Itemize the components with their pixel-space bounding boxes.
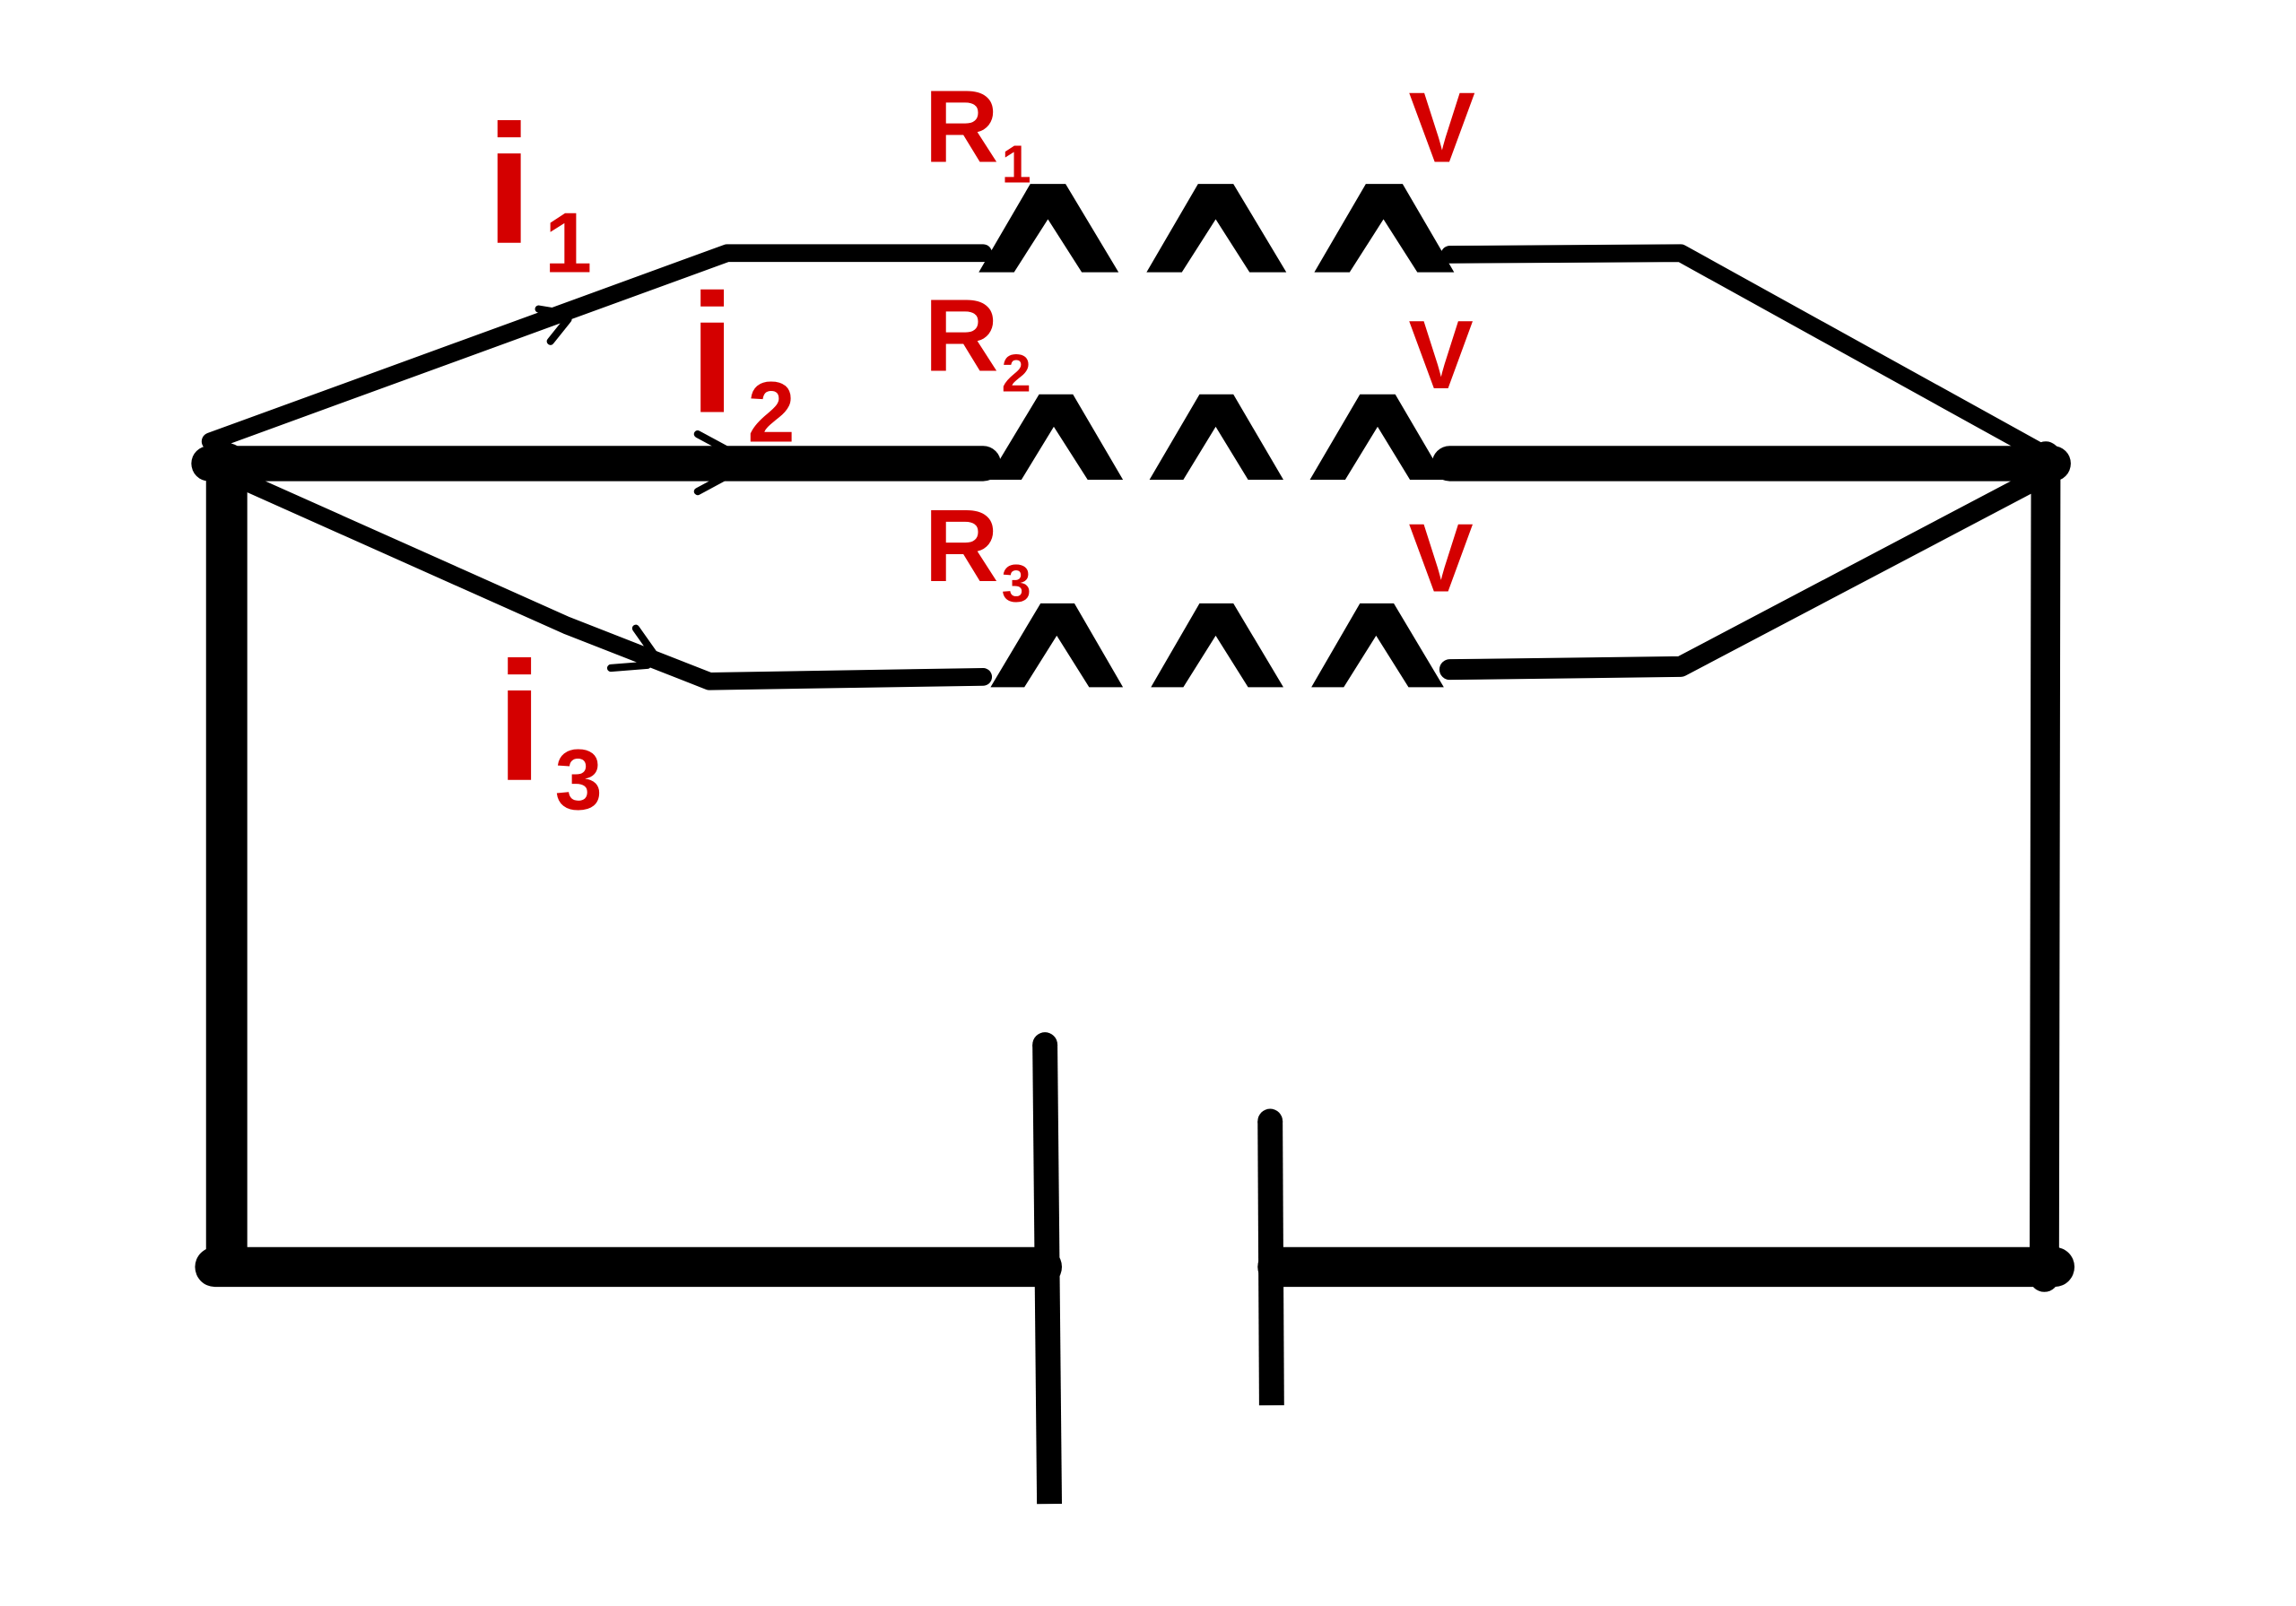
- arrow-i3-icon: [606, 624, 657, 673]
- battery-long-plate: [1032, 1044, 1063, 1505]
- branch-3-right-wire: [1439, 467, 2049, 681]
- voltage-label-2: V: [1408, 300, 1473, 409]
- arrow-i1-icon: [535, 305, 572, 345]
- resistor-3-icon: [990, 603, 1444, 688]
- resistor-label-r1: R1: [925, 70, 1031, 195]
- resistor-3-peak: [990, 603, 1124, 688]
- resistor-symbol: R: [925, 489, 999, 603]
- branch-1-left-wire: [201, 244, 993, 451]
- outer-wires: [195, 441, 2075, 1292]
- right-wire: [2029, 441, 2061, 1292]
- branch-2: [191, 430, 2071, 496]
- branch-1-right-wire: [1440, 244, 2063, 468]
- resistor-1-peak: [1314, 184, 1455, 273]
- branch-3: [212, 462, 2049, 690]
- resistor-1-peak: [978, 184, 1119, 273]
- current-symbol: i: [486, 90, 533, 279]
- resistor-3-peak: [1151, 603, 1283, 688]
- current-subscript: 2: [748, 365, 796, 460]
- battery-short-plate: [1257, 1121, 1284, 1406]
- voltage-label-3: V: [1408, 504, 1473, 612]
- resistor-subscript: 2: [1002, 344, 1031, 404]
- resistor-symbol: R: [925, 70, 999, 185]
- current-subscript: 3: [555, 734, 603, 829]
- resistor-3-peak: [1311, 603, 1444, 688]
- resistor-2-peak: [987, 394, 1124, 480]
- current-symbol: i: [689, 258, 735, 447]
- current-subscript: 1: [544, 196, 592, 291]
- branch-1: [201, 244, 2063, 468]
- resistor-2-icon: [987, 394, 1446, 480]
- branch-3-left-wire: [212, 462, 993, 690]
- arrow-i2-icon: [693, 430, 740, 496]
- resistor-label-r2: R2: [925, 279, 1031, 404]
- resistor-2-peak: [1309, 394, 1446, 480]
- resistor-symbol: R: [925, 279, 999, 394]
- resistor-1-icon: [978, 184, 1455, 273]
- battery-short-plate-cap: [1257, 1108, 1283, 1134]
- battery-long-plate-cap: [1032, 1032, 1058, 1058]
- battery: [1032, 1032, 1284, 1505]
- resistor-1-peak: [1146, 184, 1287, 273]
- voltage-label-1: V: [1408, 72, 1474, 184]
- resistor-2-peak: [1149, 394, 1283, 480]
- resistor-label-r3: R3: [925, 489, 1031, 613]
- resistor-subscript: 3: [1002, 554, 1031, 613]
- current-symbol: i: [496, 627, 543, 816]
- resistor-subscript: 1: [1002, 135, 1031, 194]
